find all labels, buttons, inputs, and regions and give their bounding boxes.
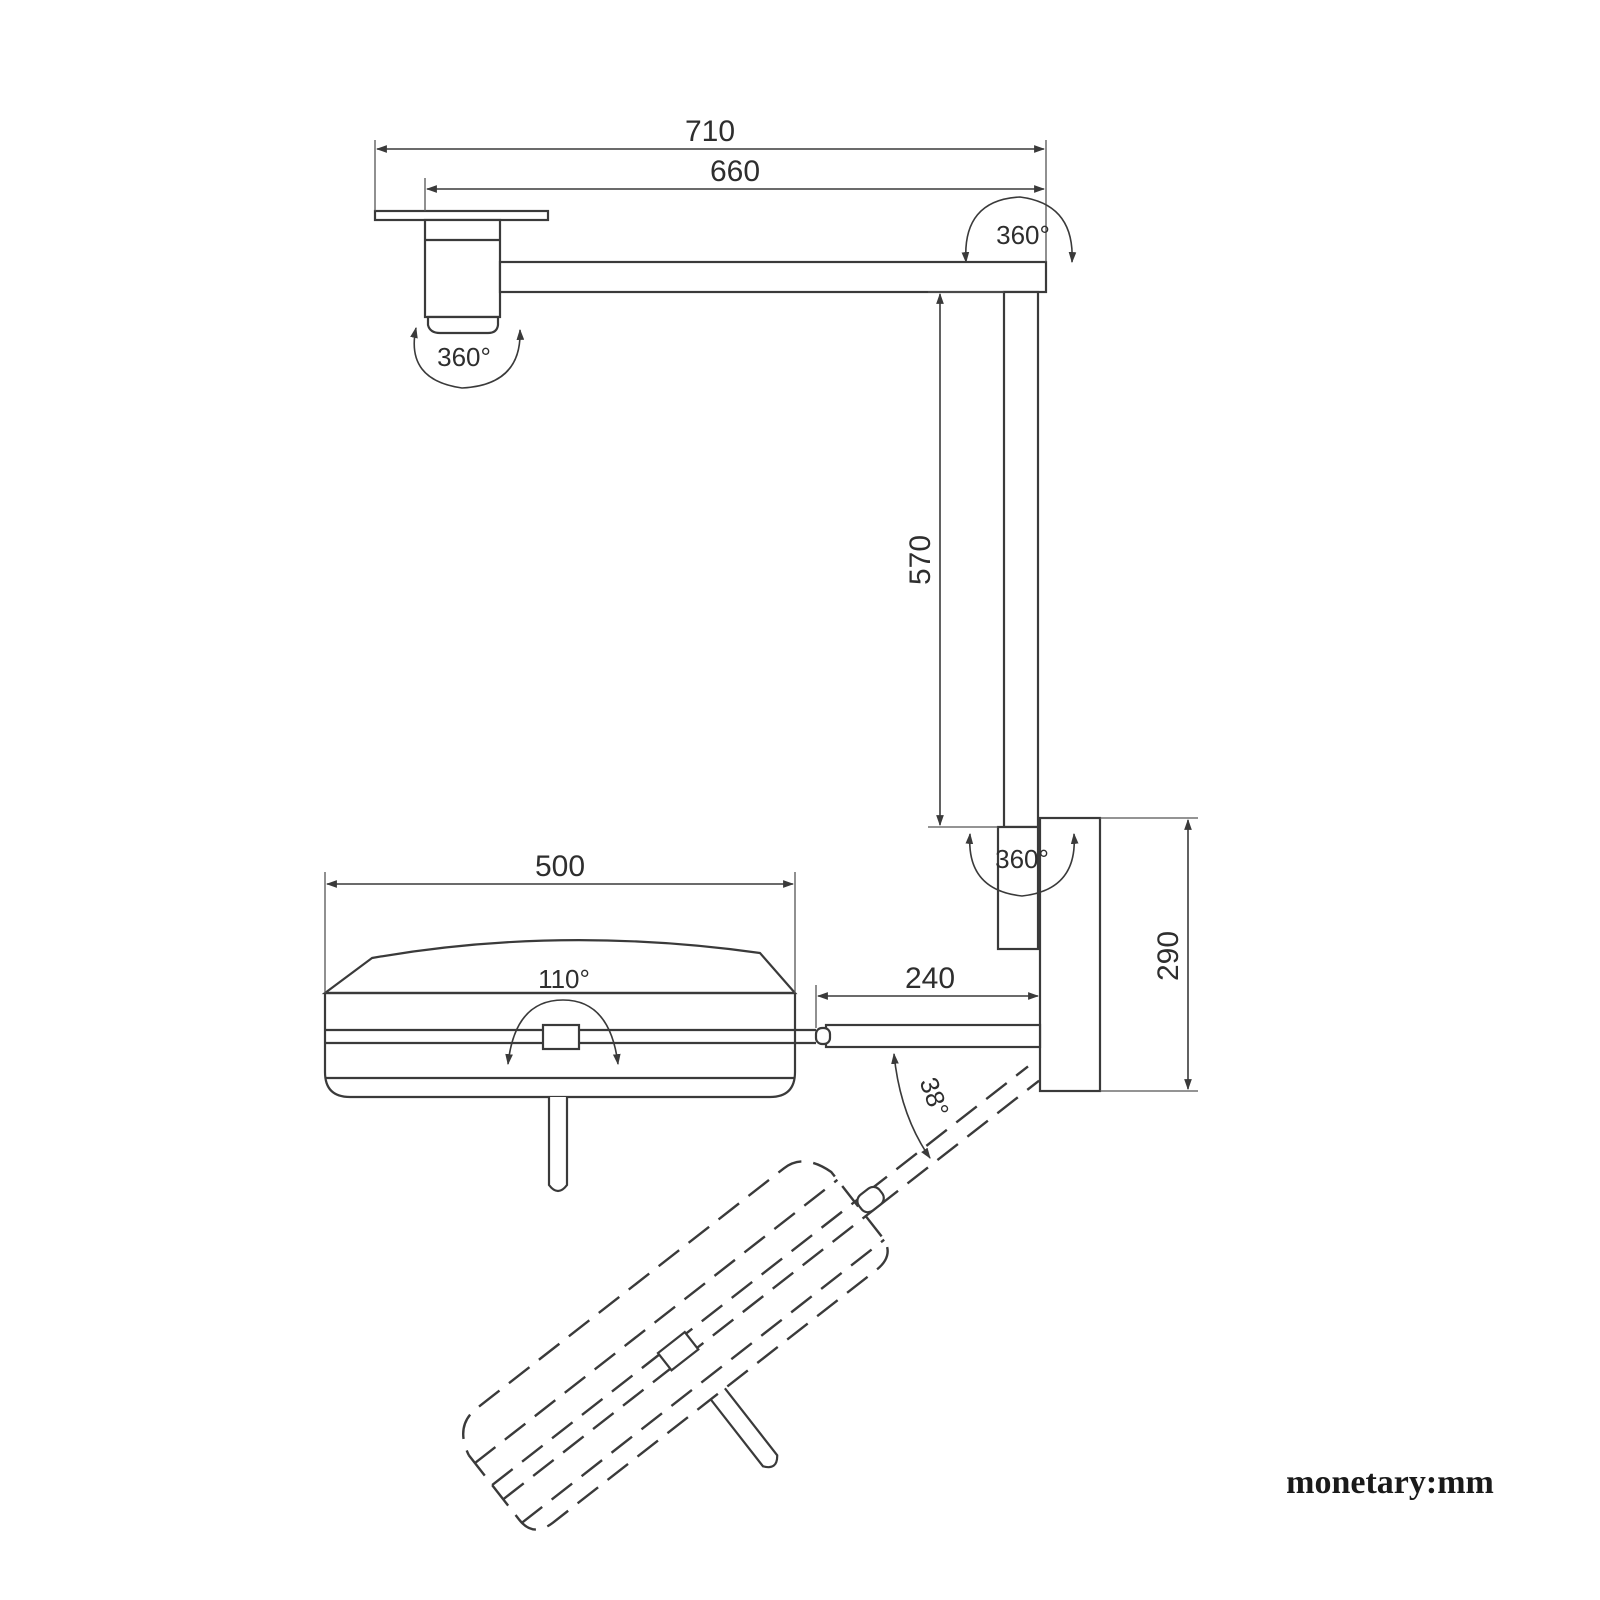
dimension-570: 570 xyxy=(904,291,1004,828)
rotation-arrow-elbow: 360° xyxy=(961,196,1077,264)
angle-label-elbow-rotation: 360° xyxy=(996,220,1050,250)
dimension-label-500: 500 xyxy=(535,850,585,883)
dimension-660: 660 xyxy=(424,155,1046,211)
yoke-housing xyxy=(1038,816,1102,1093)
dimension-label-240: 240 xyxy=(905,962,955,995)
angle-label-tilt: 38° xyxy=(914,1073,956,1120)
dimension-710: 710 xyxy=(374,115,1047,262)
angle-label-spring-arm-rotation: 360° xyxy=(995,844,1049,874)
dimension-290: 290 xyxy=(1100,817,1198,1092)
dimension-label-660: 660 xyxy=(710,155,760,188)
angle-label-head-rotation: 110° xyxy=(538,964,590,994)
rotation-arrow-spring-arm: 360° xyxy=(965,832,1079,897)
dimension-240: 240 xyxy=(815,962,1040,1028)
rotation-arrow-ceiling: 360° xyxy=(410,326,525,389)
rotation-arrow-head: 110° xyxy=(505,964,621,1066)
dimension-label-290: 290 xyxy=(1152,931,1185,981)
yoke-arm xyxy=(814,1023,1042,1049)
angle-label-ceiling-rotation: 360° xyxy=(437,342,491,372)
vertical-arm xyxy=(996,290,1040,951)
dimension-500: 500 xyxy=(324,850,796,993)
dimension-label-710: 710 xyxy=(685,115,735,148)
tilt-angle-arc: 38° xyxy=(891,1052,956,1159)
lamp-head xyxy=(321,939,816,1193)
dimension-label-570: 570 xyxy=(904,535,937,585)
unit-label: monetary:mm xyxy=(1286,1464,1494,1501)
tilted-lamp-head xyxy=(462,1065,1040,1531)
horizontal-arm xyxy=(498,260,1048,294)
